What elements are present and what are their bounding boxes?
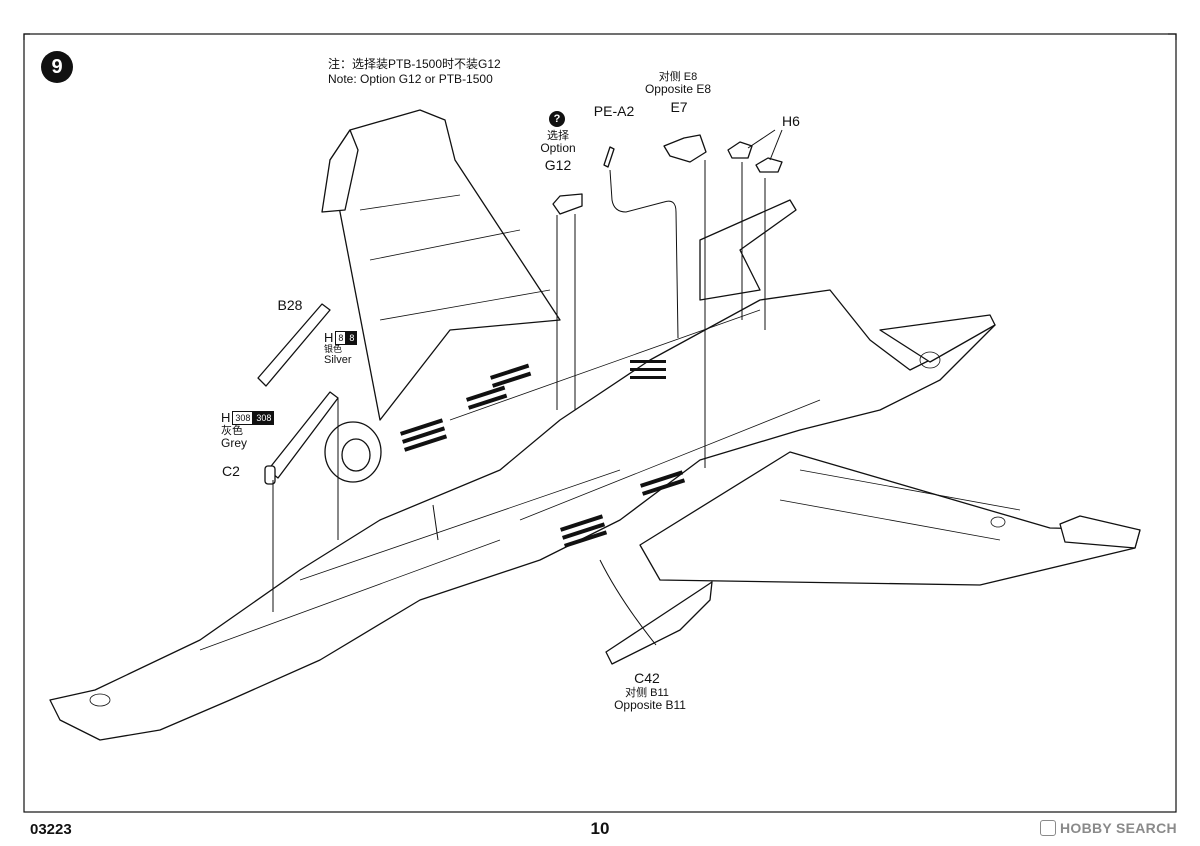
tail-fin — [879, 314, 996, 363]
note-en: Note: Option G12 or PTB-1500 — [328, 72, 493, 86]
ventral-tank-c42 — [605, 581, 713, 665]
paint-silver-code-dark: 8 — [346, 330, 358, 345]
part-b28 — [257, 303, 331, 387]
paint-silver-letter: H — [324, 330, 334, 345]
paint-grey-code-dark: 308 — [253, 410, 275, 425]
paint-silver-en: Silver — [324, 354, 352, 366]
step-number-badge: 9 — [41, 51, 73, 83]
intake — [699, 199, 797, 301]
watermark: HOBBY SEARCH — [1040, 820, 1177, 836]
e7-opposite-en: Opposite E8 — [644, 82, 712, 96]
paint-grey-letter: H — [221, 410, 231, 425]
left-wing-tip — [321, 129, 359, 213]
label-h6: H6 — [782, 113, 800, 129]
part-g12 — [552, 193, 583, 215]
paint-grey-code-light: 308 — [232, 410, 254, 425]
paint-silver-code-light: 8 — [335, 330, 347, 345]
label-pe-a2: PE-A2 — [593, 103, 635, 119]
label-g12: G12 — [544, 157, 572, 173]
right-wing — [639, 451, 1141, 586]
watermark-text: HOBBY SEARCH — [1060, 820, 1177, 836]
label-e7: E7 — [670, 99, 688, 115]
label-c2: C2 — [222, 463, 240, 479]
paint-silver-cn: 银色 — [324, 344, 343, 354]
page-number: 10 — [590, 819, 610, 838]
label-c42: C42 — [634, 670, 660, 686]
paint-grey-cn: 灰色 — [221, 425, 243, 437]
note-cn: 注：选择装PTB-1500时不装G12 — [328, 57, 501, 71]
watermark-logo-icon — [1040, 820, 1056, 836]
left-wing — [329, 109, 561, 421]
c42-opposite-en: Opposite B11 — [614, 698, 686, 712]
e7-opposite-cn: 对侧 E8 — [658, 71, 698, 83]
paint-callout-grey: H 308 308 — [221, 410, 275, 425]
option-question-icon: ? — [549, 111, 565, 127]
part-h6-b — [755, 157, 783, 173]
paint-callout-silver: H 8 8 — [324, 330, 358, 345]
right-wing-tip — [1059, 515, 1141, 549]
paint-grey-en: Grey — [221, 436, 248, 450]
product-code: 03223 — [30, 821, 72, 838]
part-pe-a2 — [603, 146, 615, 168]
c42-opposite-cn: 对侧 B11 — [625, 687, 669, 699]
part-h6-a — [727, 141, 753, 159]
g12-option-en: Option — [540, 141, 576, 155]
label-b28: B28 — [277, 297, 303, 313]
part-e7 — [663, 134, 707, 163]
part-c2 — [264, 465, 276, 485]
g12-option-cn: 选择 — [547, 130, 569, 142]
